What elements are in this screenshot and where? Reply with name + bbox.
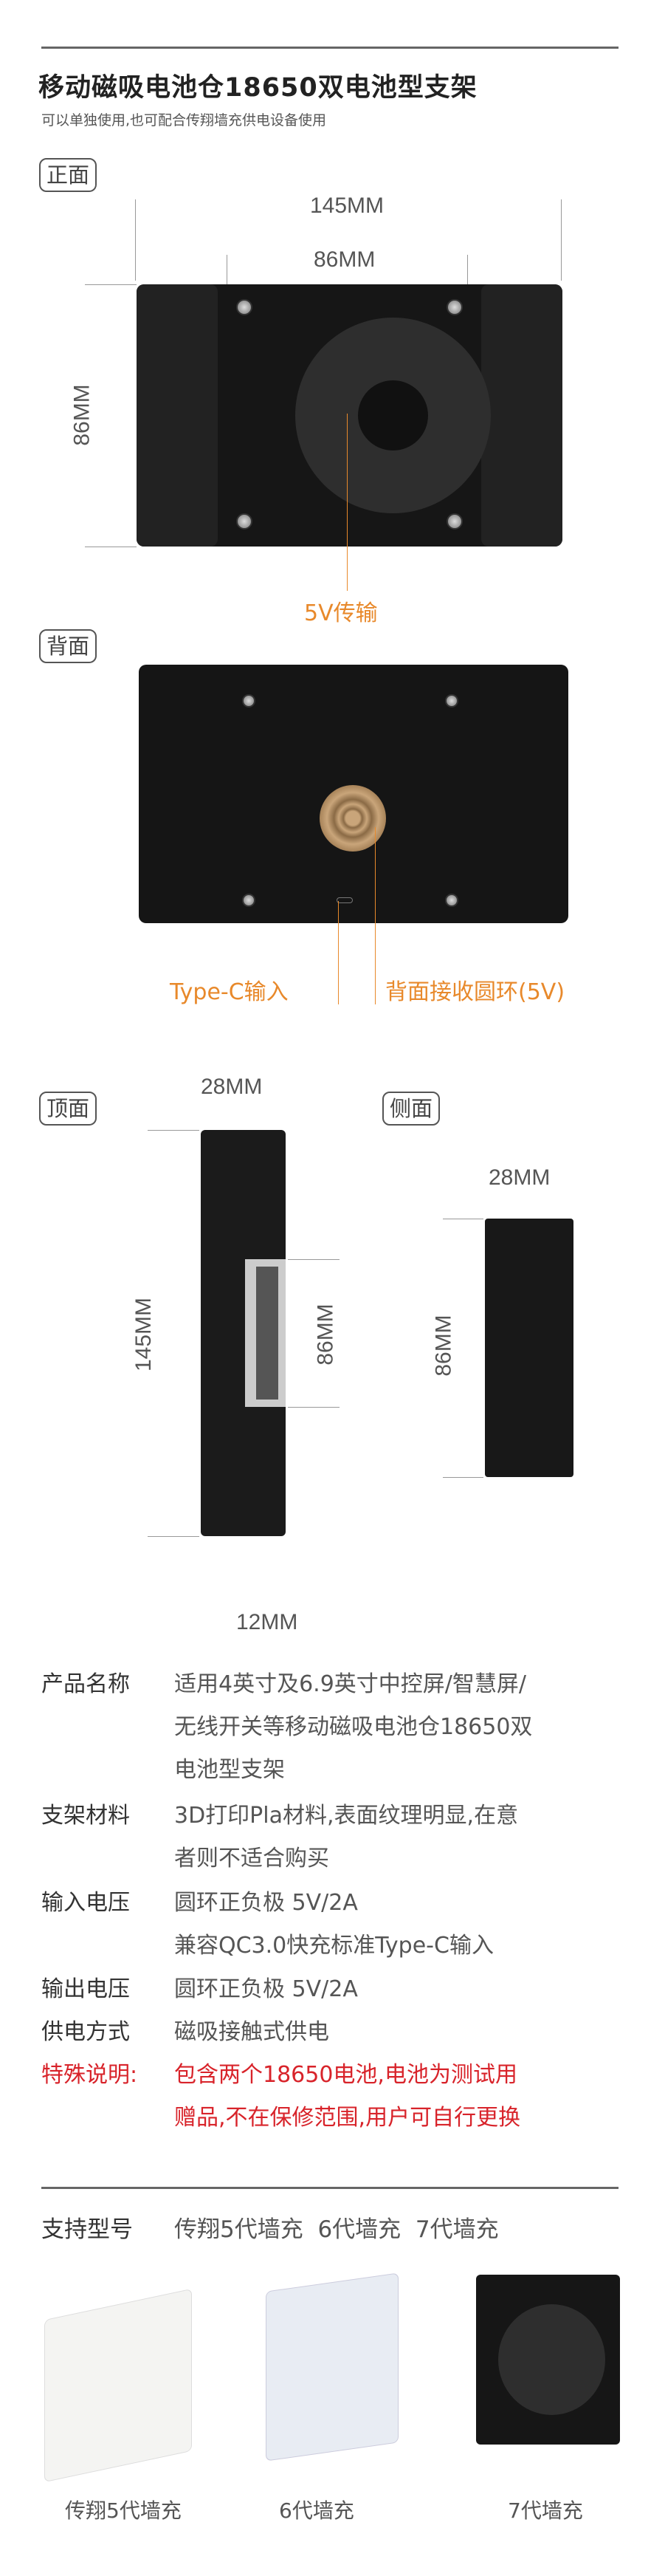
model-item: 传翔5代墙充 bbox=[174, 2216, 303, 2243]
spec-value: 适用4英寸及6.9英寸中控屏/智慧屏/无线开关等移动磁吸电池仓18650双电池型… bbox=[174, 1663, 647, 1792]
spec-label: 支架材料 bbox=[41, 1803, 130, 1829]
spec-label: 输出电压 bbox=[41, 1976, 130, 2002]
page-subtitle: 可以单独使用,也可配合传翔墙充供电设备使用 bbox=[41, 112, 327, 129]
spec-line: 磁吸接触式供电 bbox=[174, 2019, 329, 2045]
spec-row-special: 特殊说明: 包含两个18650电池,电池为测试用赠品,不在保修范围,用户可自行更换 bbox=[41, 2054, 647, 2140]
spec-line: 电池型支架 bbox=[174, 1757, 285, 1783]
dim-line bbox=[148, 1130, 199, 1131]
spec-line: 兼容QC3.0快充标准Type-C输入 bbox=[174, 1933, 494, 1959]
front-device-image bbox=[137, 284, 562, 547]
top-depth: 28MM bbox=[201, 1075, 263, 1099]
spec-value: 圆环正负极 5V/2A 兼容QC3.0快充标准Type-C输入 bbox=[174, 1882, 647, 1967]
side-badge: 侧面 bbox=[382, 1092, 441, 1126]
spec-line: 圆环正负极 5V/2A bbox=[174, 1976, 358, 2002]
dim-line bbox=[85, 284, 137, 285]
top-view-image bbox=[201, 1130, 286, 1536]
back-badge: 背面 bbox=[39, 629, 97, 663]
top-bottom-dim: 12MM bbox=[236, 1610, 298, 1634]
spec-row-material: 支架材料 3D打印Pla材料,表面纹理明显,在意者则不适合购买 bbox=[41, 1795, 647, 1880]
callout-line bbox=[338, 901, 339, 1004]
typec-input-label: Type-C输入 bbox=[170, 979, 289, 1005]
model-item: 6代墙充 bbox=[317, 2216, 402, 2243]
models-divider bbox=[41, 2187, 619, 2189]
dim-line bbox=[148, 1536, 199, 1537]
back-ring-label: 背面接收圆环(5V) bbox=[385, 979, 565, 1005]
back-device-image bbox=[139, 665, 568, 923]
callout-line bbox=[375, 827, 376, 1004]
top-divider bbox=[41, 47, 619, 49]
gen5-charger-image bbox=[44, 2288, 192, 2483]
spec-label: 特殊说明: bbox=[41, 2062, 138, 2088]
model-caption: 6代墙充 bbox=[279, 2498, 354, 2523]
spec-line: 圆环正负极 5V/2A bbox=[174, 1890, 358, 1916]
spec-label: 产品名称 bbox=[41, 1671, 130, 1697]
spec-row-supply: 供电方式 磁吸接触式供电 bbox=[41, 2011, 647, 2054]
models-label: 支持型号 bbox=[41, 2216, 133, 2243]
dim-line bbox=[443, 1477, 483, 1478]
top-length: 145MM bbox=[131, 1297, 156, 1372]
side-view-image bbox=[485, 1219, 573, 1477]
dim-line bbox=[561, 199, 562, 281]
front-width-inner: 86MM bbox=[314, 247, 376, 272]
spec-line: 无线开关等移动磁吸电池仓18650双 bbox=[174, 1714, 533, 1740]
model-item: 7代墙充 bbox=[415, 2216, 499, 2243]
front-width-outer: 145MM bbox=[310, 193, 385, 218]
spec-row-input: 输入电压 圆环正负极 5V/2A 兼容QC3.0快充标准Type-C输入 bbox=[41, 1882, 647, 1967]
dim-line bbox=[288, 1407, 340, 1408]
callout-line bbox=[347, 414, 348, 591]
spec-row-name: 产品名称 适用4英寸及6.9英寸中控屏/智慧屏/无线开关等移动磁吸电池仓18650… bbox=[41, 1663, 647, 1792]
front-badge: 正面 bbox=[39, 158, 97, 192]
gen7-charger-image bbox=[476, 2275, 620, 2445]
page-title: 移动磁吸电池仓18650双电池型支架 bbox=[38, 73, 478, 103]
spec-line: 者则不适合购买 bbox=[174, 1846, 329, 1871]
dim-line bbox=[288, 1259, 340, 1260]
spec-row-output: 输出电压 圆环正负极 5V/2A bbox=[41, 1968, 647, 2011]
dim-line bbox=[135, 199, 136, 281]
spec-value: 包含两个18650电池,电池为测试用赠品,不在保修范围,用户可自行更换 bbox=[174, 2054, 647, 2140]
model-caption: 传翔5代墙充 bbox=[65, 2498, 182, 2523]
side-height: 86MM bbox=[431, 1315, 456, 1377]
front-transfer-label: 5V传输 bbox=[304, 600, 378, 626]
gen6-charger-image bbox=[266, 2272, 399, 2462]
model-caption: 7代墙充 bbox=[508, 2498, 583, 2523]
spec-label: 输入电压 bbox=[41, 1890, 130, 1916]
top-badge: 顶面 bbox=[39, 1092, 97, 1126]
top-inner: 86MM bbox=[313, 1304, 338, 1366]
supported-models-row: 支持型号 传翔5代墙充 6代墙充 7代墙充 bbox=[41, 2208, 647, 2251]
spec-value: 3D打印Pla材料,表面纹理明显,在意者则不适合购买 bbox=[174, 1795, 647, 1880]
spec-line: 包含两个18650电池,电池为测试用 bbox=[174, 2062, 517, 2088]
spec-line: 适用4英寸及6.9英寸中控屏/智慧屏/ bbox=[174, 1671, 527, 1697]
spec-line: 3D打印Pla材料,表面纹理明显,在意 bbox=[174, 1803, 519, 1829]
dim-line bbox=[467, 255, 468, 284]
spec-value: 磁吸接触式供电 bbox=[174, 2011, 647, 2054]
front-height: 86MM bbox=[69, 384, 94, 446]
spec-label: 供电方式 bbox=[41, 2019, 130, 2045]
side-depth: 28MM bbox=[489, 1165, 551, 1190]
spec-value: 圆环正负极 5V/2A bbox=[174, 1968, 647, 2011]
spec-line: 赠品,不在保修范围,用户可自行更换 bbox=[174, 2105, 521, 2131]
